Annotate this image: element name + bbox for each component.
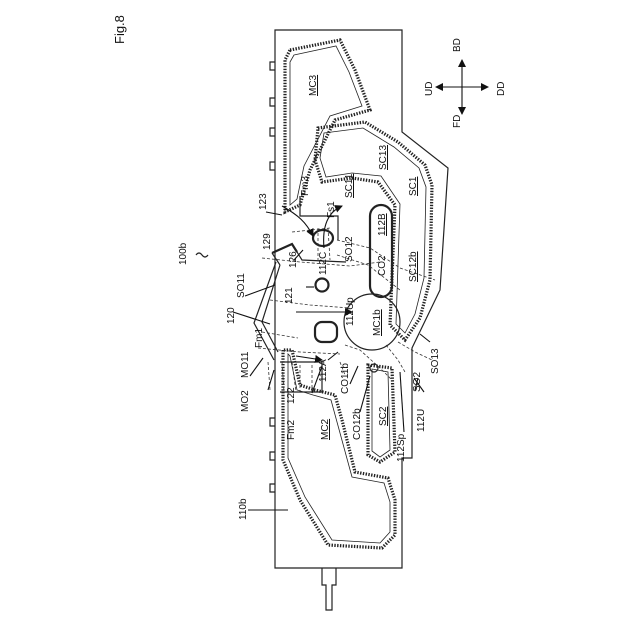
label-122: 122 bbox=[286, 387, 297, 404]
label-SO2: SO2 bbox=[412, 372, 423, 392]
label-MC2: MC2 bbox=[320, 418, 331, 440]
dir-up: BD bbox=[452, 38, 463, 52]
bottom-connector bbox=[322, 568, 336, 610]
label-112U: 112U bbox=[416, 409, 427, 432]
label-MO2: MO2 bbox=[240, 390, 251, 412]
label-SO12: SO12 bbox=[344, 236, 355, 262]
label-112B: 112B bbox=[377, 213, 388, 236]
dir-left: UD bbox=[424, 82, 435, 96]
figure-title: Fig.8 bbox=[112, 15, 127, 44]
port-112C bbox=[316, 279, 329, 292]
label-SC1: SC1 bbox=[408, 176, 419, 196]
label-SC2: SC2 bbox=[378, 406, 389, 426]
port-112A bbox=[315, 322, 337, 342]
label-SC11: SC11 bbox=[344, 173, 355, 198]
label-SO11: SO11 bbox=[236, 273, 247, 298]
direction-indicator bbox=[436, 60, 488, 114]
chamber-MC2-outline bbox=[283, 350, 395, 548]
label-112Sp: 112Sp bbox=[396, 433, 407, 462]
dir-right: DD bbox=[496, 82, 507, 96]
label-120: 120 bbox=[226, 307, 237, 324]
leader-lines bbox=[233, 212, 430, 510]
label-129: 129 bbox=[262, 233, 273, 250]
label-112Up: 112Up bbox=[345, 297, 356, 326]
label-112C: 112C bbox=[318, 252, 329, 275]
label-MO11: MO11 bbox=[240, 351, 251, 378]
chamber-SC1-outline bbox=[315, 122, 432, 340]
label-112A: 112A bbox=[318, 359, 329, 382]
label-110b: 110b bbox=[238, 498, 249, 520]
label-CO12b: CO12b bbox=[352, 408, 363, 440]
label-Fs1: Fs1 bbox=[326, 201, 337, 218]
label-Fm3: Fm3 bbox=[300, 176, 311, 196]
port-126 bbox=[313, 230, 333, 246]
label-123: 123 bbox=[258, 193, 269, 210]
label-SC13: SC13 bbox=[378, 145, 389, 170]
reference-squiggle bbox=[196, 253, 208, 257]
label-121: 121 bbox=[284, 287, 295, 304]
label-SO13: SO13 bbox=[430, 348, 441, 374]
reference-numeral: 100b bbox=[178, 242, 189, 265]
dir-down: FD bbox=[452, 115, 463, 128]
label-Fm1: Fm1 bbox=[254, 328, 265, 348]
label-CO11b: CO11b bbox=[340, 363, 351, 394]
label-126: 126 bbox=[288, 251, 299, 268]
label-Fm2: Fm2 bbox=[286, 420, 297, 440]
label-CO2: CO2 bbox=[377, 255, 388, 276]
label-MC1b: MC1b bbox=[372, 309, 383, 336]
label-MC3: MC3 bbox=[308, 74, 319, 96]
label-SC12b: SC12b bbox=[408, 251, 419, 282]
